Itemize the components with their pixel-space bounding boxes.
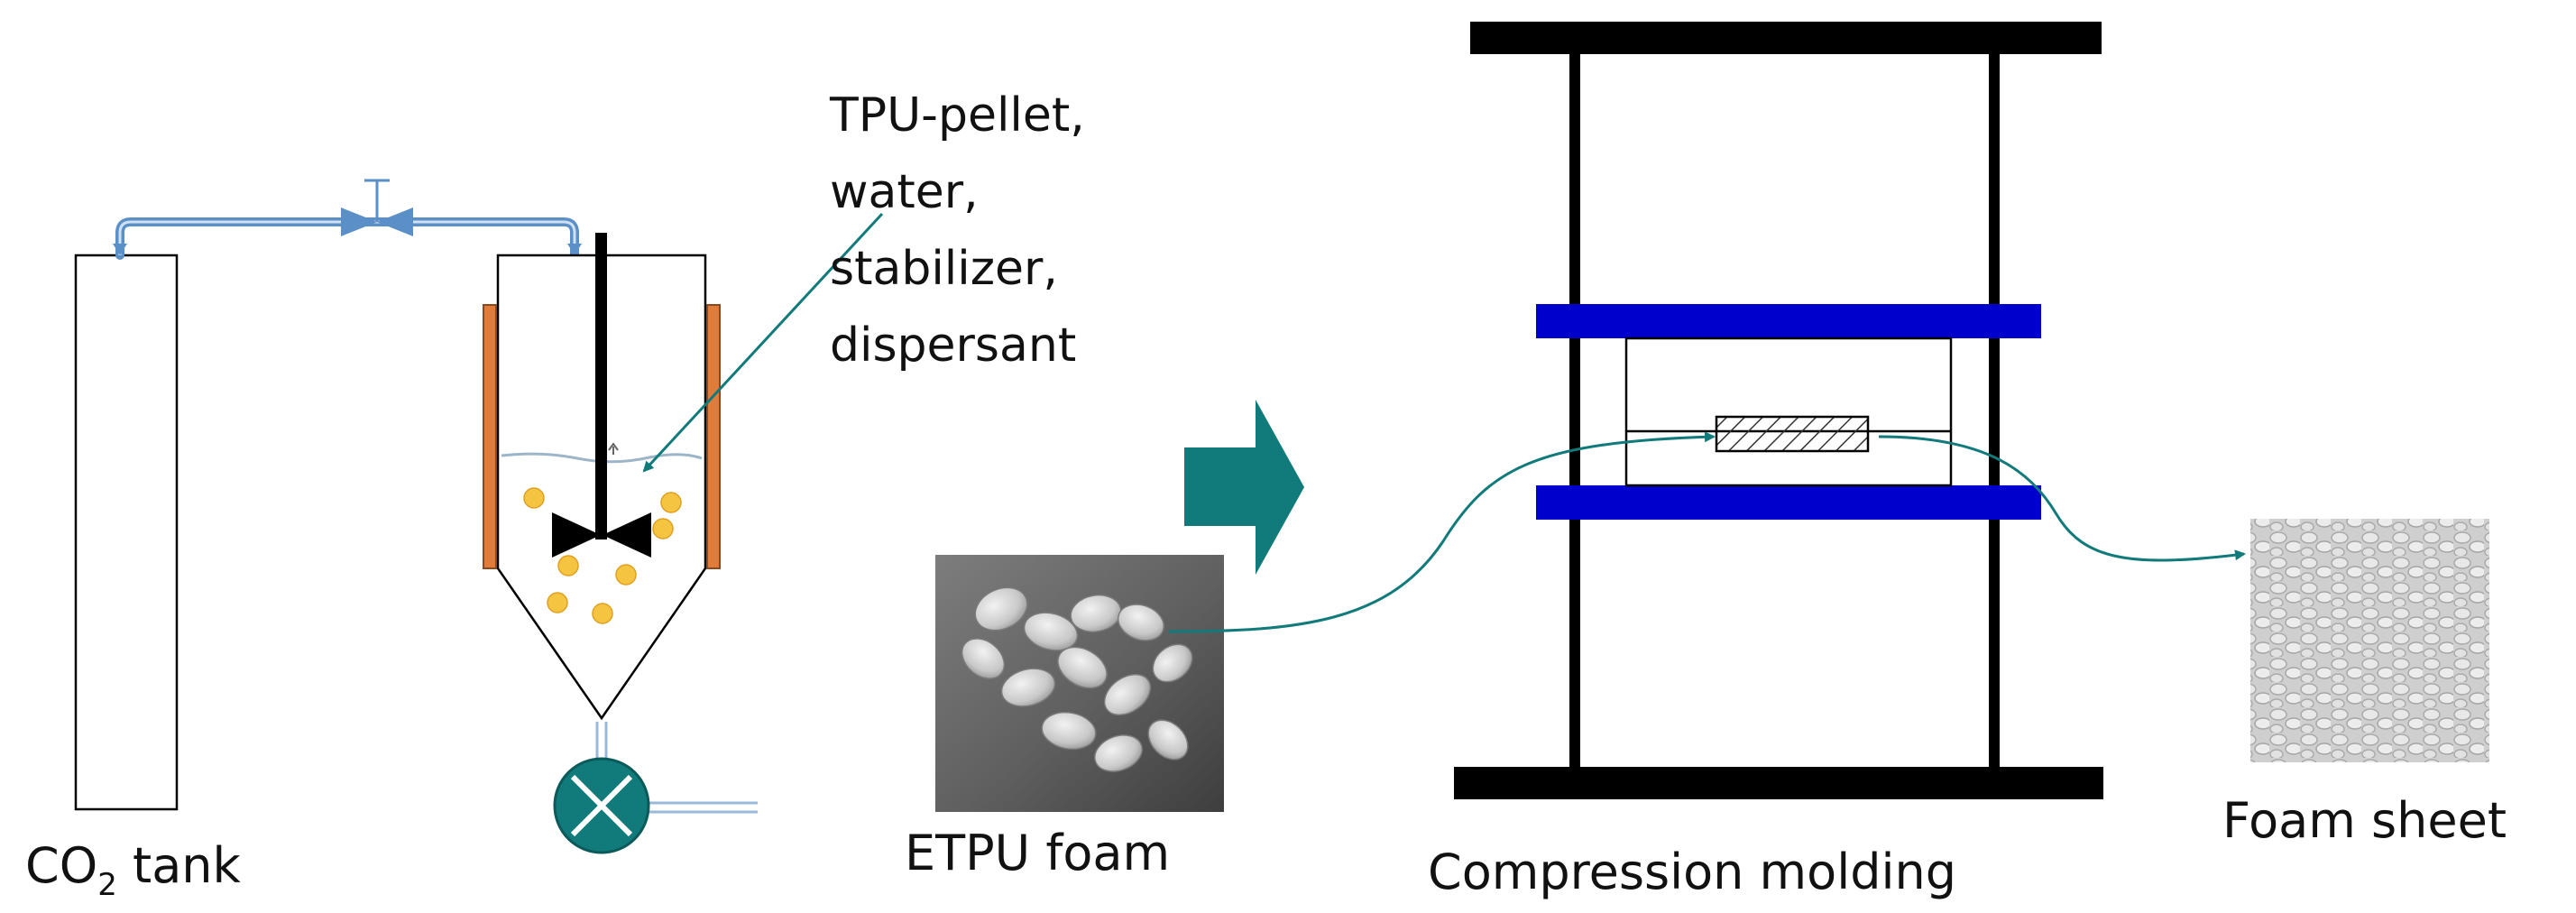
outlet-pipe <box>595 722 758 814</box>
foam-sheet-photo <box>2250 519 2489 762</box>
etpu-foam-photo <box>935 555 1224 812</box>
co2-tank-label: CO2 tank <box>25 837 242 903</box>
mold-sample <box>1715 415 1870 453</box>
foam-to-mold-arrow <box>1168 431 1716 633</box>
press-frame <box>1454 22 2103 799</box>
stirrer-shaft <box>595 233 607 540</box>
pump-icon <box>553 757 650 854</box>
heater-left <box>483 304 497 569</box>
mold <box>1624 337 1953 487</box>
compression-molding-label: Compression molding <box>1428 844 1956 900</box>
heater-right <box>706 304 721 569</box>
reactor-pointer-line <box>642 212 884 473</box>
etpu-foam-label: ETPU foam <box>905 825 1170 881</box>
reactor-contents-label-4: dispersant <box>830 318 1076 373</box>
valve-icon <box>341 179 413 236</box>
lower-platen <box>1536 485 2041 520</box>
reactor-contents-label-1: TPU-pellet, <box>829 88 1085 143</box>
reactor-contents-label-3: stabilizer, <box>830 242 1058 296</box>
pellets <box>523 487 682 624</box>
mold-to-sheet-arrow <box>1878 435 2246 562</box>
reactor-contents-label-2: water, <box>830 165 979 219</box>
impeller-icon <box>552 512 651 558</box>
foam-sheet-label: Foam sheet <box>2222 792 2507 849</box>
block-arrow-right-icon <box>1184 400 1304 575</box>
upper-platen <box>1536 304 2041 338</box>
co2-tank <box>74 254 179 811</box>
